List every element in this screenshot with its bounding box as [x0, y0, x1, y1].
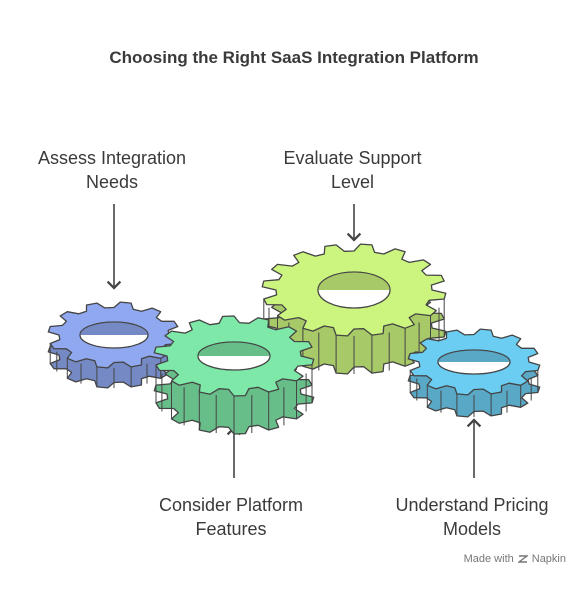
- gear-understand-pricing-models: [407, 328, 541, 418]
- diagram-title: Choosing the Right SaaS Integration Plat…: [109, 48, 479, 67]
- made-with-napkin-footer: Made with Napkin: [464, 553, 566, 565]
- label-line: Assess Integration: [37, 148, 187, 168]
- label-line: Understand Pricing: [395, 495, 549, 515]
- label-line: Evaluate Support: [283, 148, 422, 168]
- label-assess-integration-needs: Assess Integration Needs: [12, 146, 212, 194]
- label-understand-pricing-models: Understand Pricing Models: [372, 493, 572, 541]
- gear-hole-inner: [79, 321, 149, 336]
- gear-hole-inner: [437, 349, 511, 363]
- gear-consider-platform-features: [153, 315, 315, 435]
- label-line: Needs: [85, 172, 139, 192]
- label-line: Features: [195, 519, 267, 539]
- label-line: Models: [442, 519, 502, 539]
- label-evaluate-support-level: Evaluate Support Level: [255, 146, 450, 194]
- label-line: Consider Platform: [158, 495, 304, 515]
- label-line: Level: [330, 172, 375, 192]
- gear-hole-inner: [317, 271, 391, 291]
- gear-evaluate-support-level: [261, 243, 447, 375]
- gear-hole-inner: [197, 341, 271, 357]
- label-consider-platform-features: Consider Platform Features: [131, 493, 331, 541]
- made-with-text: Made with: [463, 553, 514, 565]
- napkin-brand-text: Napkin: [531, 553, 566, 565]
- napkin-logo-icon: [517, 555, 528, 563]
- gear-assess-integration-needs: [47, 301, 181, 389]
